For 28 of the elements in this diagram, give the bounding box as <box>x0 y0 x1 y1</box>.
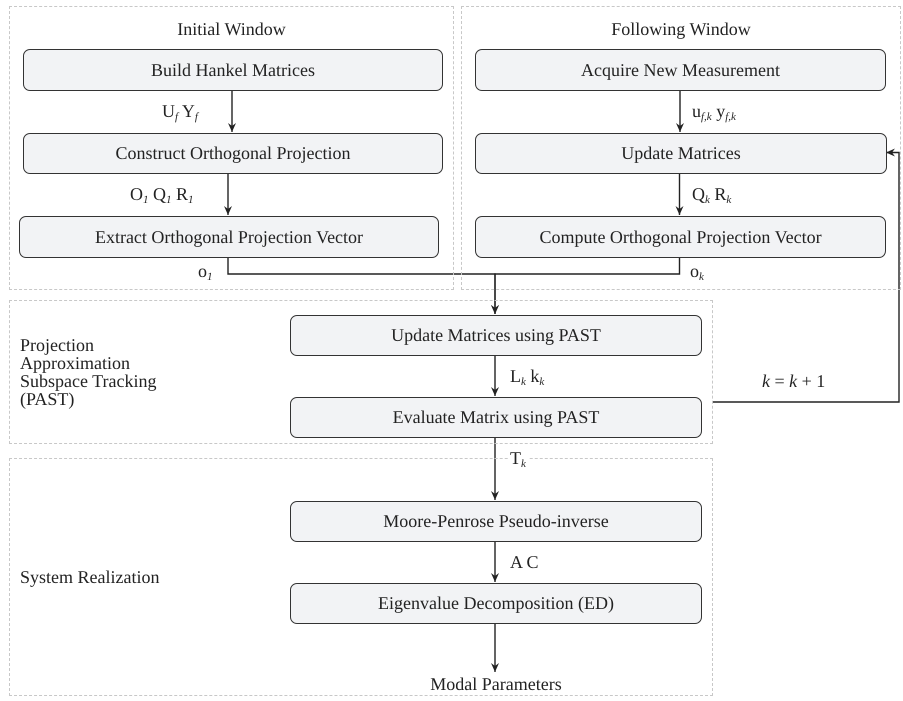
arrow <box>676 90 684 132</box>
arrow <box>676 173 684 215</box>
process-box: Build Hankel Matrices <box>23 49 443 91</box>
arrow <box>491 623 499 672</box>
group-title: Following Window <box>610 18 752 41</box>
output-label: Modal Parameters <box>396 673 596 695</box>
arrow <box>491 541 499 582</box>
arrow <box>491 437 499 500</box>
process-box: Acquire New Measurement <box>475 49 886 91</box>
arrow <box>228 90 236 132</box>
process-box: Eigenvalue Decomposition (ED) <box>290 583 702 624</box>
process-box: Update Matrices using PAST <box>290 315 702 356</box>
process-box: Compute Orthogonal Projection Vector <box>475 216 886 258</box>
process-box: Construct Orthogonal Projection <box>23 133 443 174</box>
process-box: Extract Orthogonal Projection Vector <box>19 216 439 258</box>
group-title: Initial Window <box>176 18 287 41</box>
process-box: Moore-Penrose Pseudo-inverse <box>290 501 702 542</box>
process-box: Evaluate Matrix using PAST <box>290 397 702 438</box>
arrow <box>713 148 900 403</box>
arrow <box>491 355 499 396</box>
group-title: Projection Approximation Subspace Tracking (PAST) <box>20 336 158 408</box>
process-box: Update Matrices <box>475 133 887 174</box>
group-title: System Realization <box>20 568 160 586</box>
arrow <box>224 173 232 215</box>
group-panel <box>461 6 901 290</box>
group-panel <box>9 6 454 290</box>
arrow <box>491 257 680 314</box>
group-panel <box>9 300 713 444</box>
